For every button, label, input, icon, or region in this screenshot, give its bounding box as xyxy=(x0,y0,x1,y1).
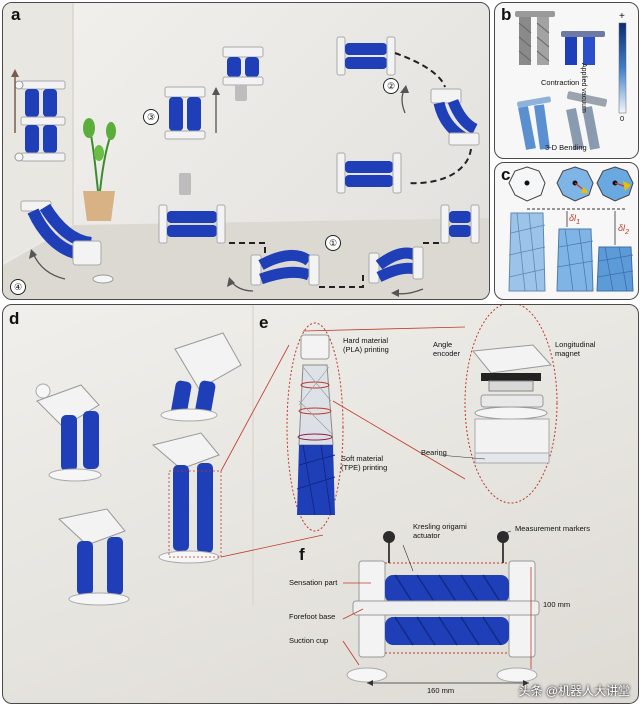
colorbar-max: + xyxy=(619,11,625,22)
step-1-marker: ① xyxy=(325,235,341,251)
panel-def-illustration xyxy=(35,305,558,686)
step-3-marker: ③ xyxy=(143,109,159,125)
step-2-marker: ② xyxy=(383,78,399,94)
label-bending: 3-D Bending xyxy=(545,143,587,152)
top-view-1 xyxy=(508,166,546,202)
robot-floor-middle xyxy=(250,250,320,286)
bearing-assembly xyxy=(472,344,553,464)
robot-step2-top xyxy=(336,36,396,76)
panel-c: c δl1 δl2 xyxy=(494,162,639,300)
panel-c-letter: c xyxy=(501,165,511,184)
robot-d-top-left xyxy=(35,383,102,482)
label-longitudinal-magnet: Longitudinal magnet xyxy=(555,340,596,358)
colorbar-min: 0 xyxy=(620,114,625,123)
panel-d-letter: d xyxy=(9,309,20,328)
top-view-2 xyxy=(556,166,594,202)
front-view-robot xyxy=(346,531,540,683)
label-markers: Measurement markers xyxy=(515,524,591,533)
delta-l2-symbol: δl xyxy=(618,223,626,233)
actuator-blue-contracted xyxy=(561,31,605,65)
robot-wall-transition xyxy=(20,200,114,284)
robot-floor-left xyxy=(158,204,226,244)
robot-d-bottom-right xyxy=(151,432,222,564)
panel-def: d e f Hard material (PLA) printing Soft … xyxy=(2,304,639,704)
label-forefoot: Forefoot base xyxy=(289,612,336,621)
panel-a: a ① ② ③ ④ xyxy=(2,2,490,300)
label-contraction: Contraction xyxy=(541,78,580,87)
robot-floor-right xyxy=(368,246,424,284)
robot-d-bottom-left xyxy=(57,508,130,606)
label-hard-material: Hard material (PLA) printing xyxy=(343,336,389,354)
kresling-cylinder-3 xyxy=(596,246,634,292)
label-angle-encoder: Angle encoder xyxy=(433,340,461,358)
panel-b-illustration xyxy=(515,11,627,150)
delta-l1-subscript: 1 xyxy=(576,216,581,226)
potted-plant xyxy=(83,118,116,221)
panel-f-letter: f xyxy=(299,545,305,564)
robot-step3-left xyxy=(164,86,206,195)
label-soft-material: Soft material (TPE) printing xyxy=(341,454,388,472)
panel-b-letter: b xyxy=(501,5,512,24)
panel-a-letter: a xyxy=(11,5,21,24)
label-sensation: Sensation part xyxy=(289,578,338,587)
panel-a-illustration xyxy=(3,3,489,299)
panel-b: b + 0 Applied vacuum Contraction 3-D Ben… xyxy=(494,2,639,159)
kresling-cylinder-1 xyxy=(508,212,546,292)
top-view-3 xyxy=(596,166,634,202)
actuator-column xyxy=(296,334,336,516)
delta-l2-label: δl2 xyxy=(618,223,629,236)
label-dim-width: 160 mm xyxy=(427,686,455,695)
label-bearing: Bearing xyxy=(421,448,447,457)
robot-step2-bend xyxy=(430,88,480,146)
kresling-cylinder-2 xyxy=(556,228,594,292)
delta-l1-label: δl1 xyxy=(569,213,580,226)
actuator-bend-right xyxy=(566,91,608,150)
step-4-marker: ④ xyxy=(10,279,26,295)
label-kresling: Kresling origami actuator xyxy=(413,522,467,540)
actuator-bend-left xyxy=(517,96,551,150)
label-suction: Suction cup xyxy=(289,636,329,645)
robot-d-top-right xyxy=(160,332,242,422)
robot-step2-lower xyxy=(336,152,402,194)
robot-floor-far-right xyxy=(440,204,480,244)
colorbar-label: Applied vacuum xyxy=(580,63,587,113)
actuator-grey-tall xyxy=(515,11,555,65)
delta-l2-subscript: 2 xyxy=(625,226,630,236)
robot-wall-vertical xyxy=(14,80,66,162)
panel-e-letter: e xyxy=(259,313,269,332)
robot-step3-right xyxy=(222,46,264,101)
label-dim-height: 100 mm xyxy=(543,600,571,609)
watermark: 头条 @机器人大讲堂 xyxy=(518,684,630,698)
delta-l1-symbol: δl xyxy=(569,213,577,223)
panel-c-illustration xyxy=(508,166,634,292)
